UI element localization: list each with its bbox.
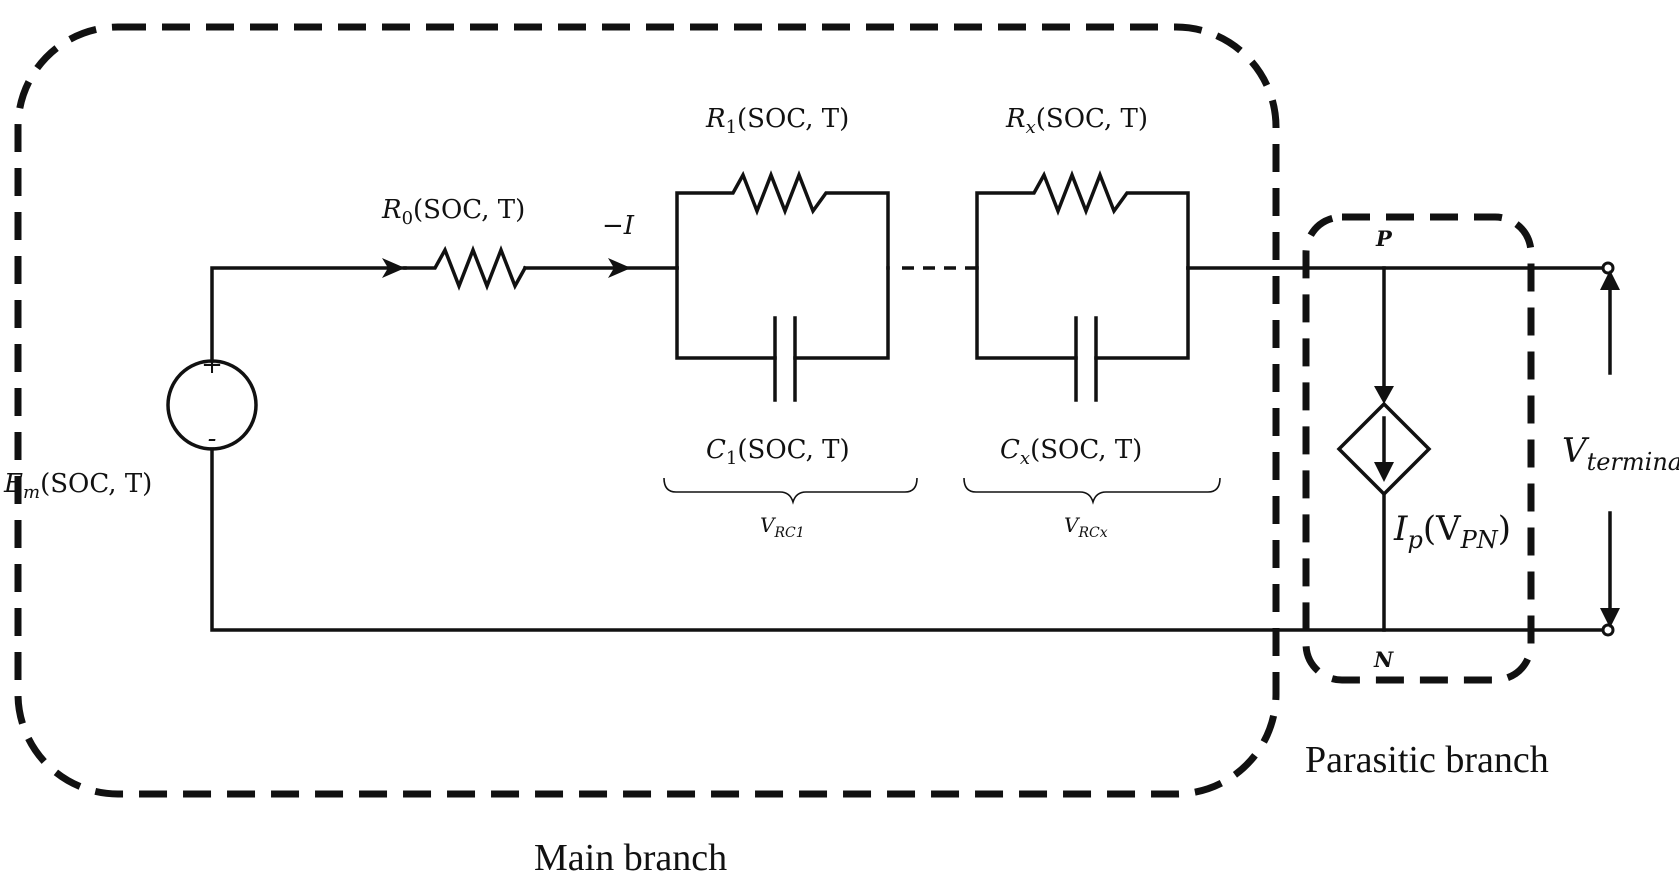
- label-vrc1: VRC1: [760, 513, 805, 541]
- parasitic-branch-boundary: [1302, 213, 1535, 684]
- caption-parasitic-branch: Parasitic branch: [1305, 739, 1549, 781]
- source-plus-sign: +: [201, 350, 223, 380]
- node-n-label: N: [1373, 647, 1394, 672]
- node-p-label: P: [1375, 226, 1393, 251]
- label-current: −I: [602, 211, 635, 241]
- terminal-positive: [1601, 261, 1615, 275]
- label-c1: C1(SOC, T): [706, 435, 850, 469]
- brace-rcx: [963, 477, 1221, 505]
- terminal-negative: [1601, 623, 1615, 637]
- label-r1: R1(SOC, T): [705, 104, 849, 138]
- rc-block-1: [675, 170, 890, 402]
- current-arrow-2: [608, 258, 631, 278]
- wire-source-bottom: [210, 447, 1608, 632]
- dependent-current-source: [1336, 401, 1432, 497]
- rc-block-x: [975, 170, 1190, 402]
- main-branch-boundary: [14, 23, 1280, 798]
- voltage-source: + -: [166, 350, 258, 454]
- caption-main-branch: Main branch: [534, 837, 727, 879]
- label-ip: Ip(VPN): [1393, 509, 1511, 554]
- label-emf: Em(SOC, T): [3, 469, 152, 503]
- label-vterminal: Vterminal: [1562, 431, 1679, 476]
- parasitic-current-arrow: [1374, 386, 1394, 404]
- current-arrow-1: [382, 258, 405, 278]
- source-minus-sign: -: [208, 424, 217, 454]
- label-cx: Cx(SOC, T): [1000, 435, 1142, 469]
- label-r0: R0(SOC, T): [381, 195, 525, 229]
- brace-rc1: [663, 477, 918, 505]
- resistor-r0: [403, 245, 528, 291]
- label-rx: Rx(SOC, T): [1005, 104, 1148, 138]
- label-vrcx: VRCx: [1064, 513, 1108, 541]
- wire-source-top: [210, 266, 407, 363]
